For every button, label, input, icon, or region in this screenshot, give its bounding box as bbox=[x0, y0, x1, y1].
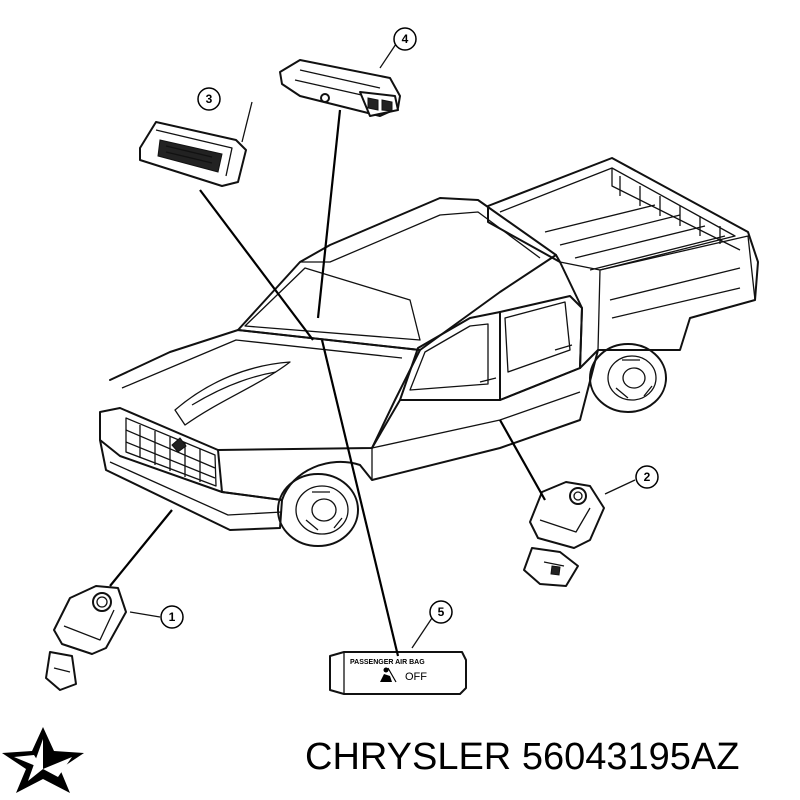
callout-5-number: 5 bbox=[438, 605, 445, 619]
part-number: 56043195AZ bbox=[521, 736, 740, 778]
callout-4-number: 4 bbox=[402, 32, 409, 46]
passenger-airbag-switch: PASSENGER AIR BAG OFF bbox=[329, 651, 467, 695]
callout-2: 2 bbox=[635, 465, 659, 489]
airbag-switch-title: PASSENGER AIR BAG bbox=[350, 659, 425, 666]
side-impact-sensor bbox=[523, 481, 605, 587]
callout-5: 5 bbox=[429, 600, 453, 624]
leader-lines bbox=[109, 43, 636, 657]
callout-1-number: 1 bbox=[169, 610, 176, 624]
brand-name: CHRYSLER bbox=[305, 736, 512, 778]
seated-passenger-icon bbox=[380, 667, 397, 683]
pickup-truck-illustration bbox=[99, 157, 759, 547]
callout-3: 3 bbox=[197, 87, 221, 111]
chrysler-pentastar-icon bbox=[2, 727, 84, 793]
overhead-sensor-module bbox=[139, 121, 247, 187]
front-impact-sensor bbox=[45, 585, 127, 691]
part-caption: CHRYSLER 56043195AZ bbox=[305, 738, 795, 776]
callout-1: 1 bbox=[160, 605, 184, 629]
airbag-switch-state: OFF bbox=[405, 671, 427, 683]
airbag-control-module bbox=[279, 59, 401, 117]
callout-2-number: 2 bbox=[644, 470, 651, 484]
callout-4: 4 bbox=[393, 27, 417, 51]
callout-3-number: 3 bbox=[206, 92, 213, 106]
